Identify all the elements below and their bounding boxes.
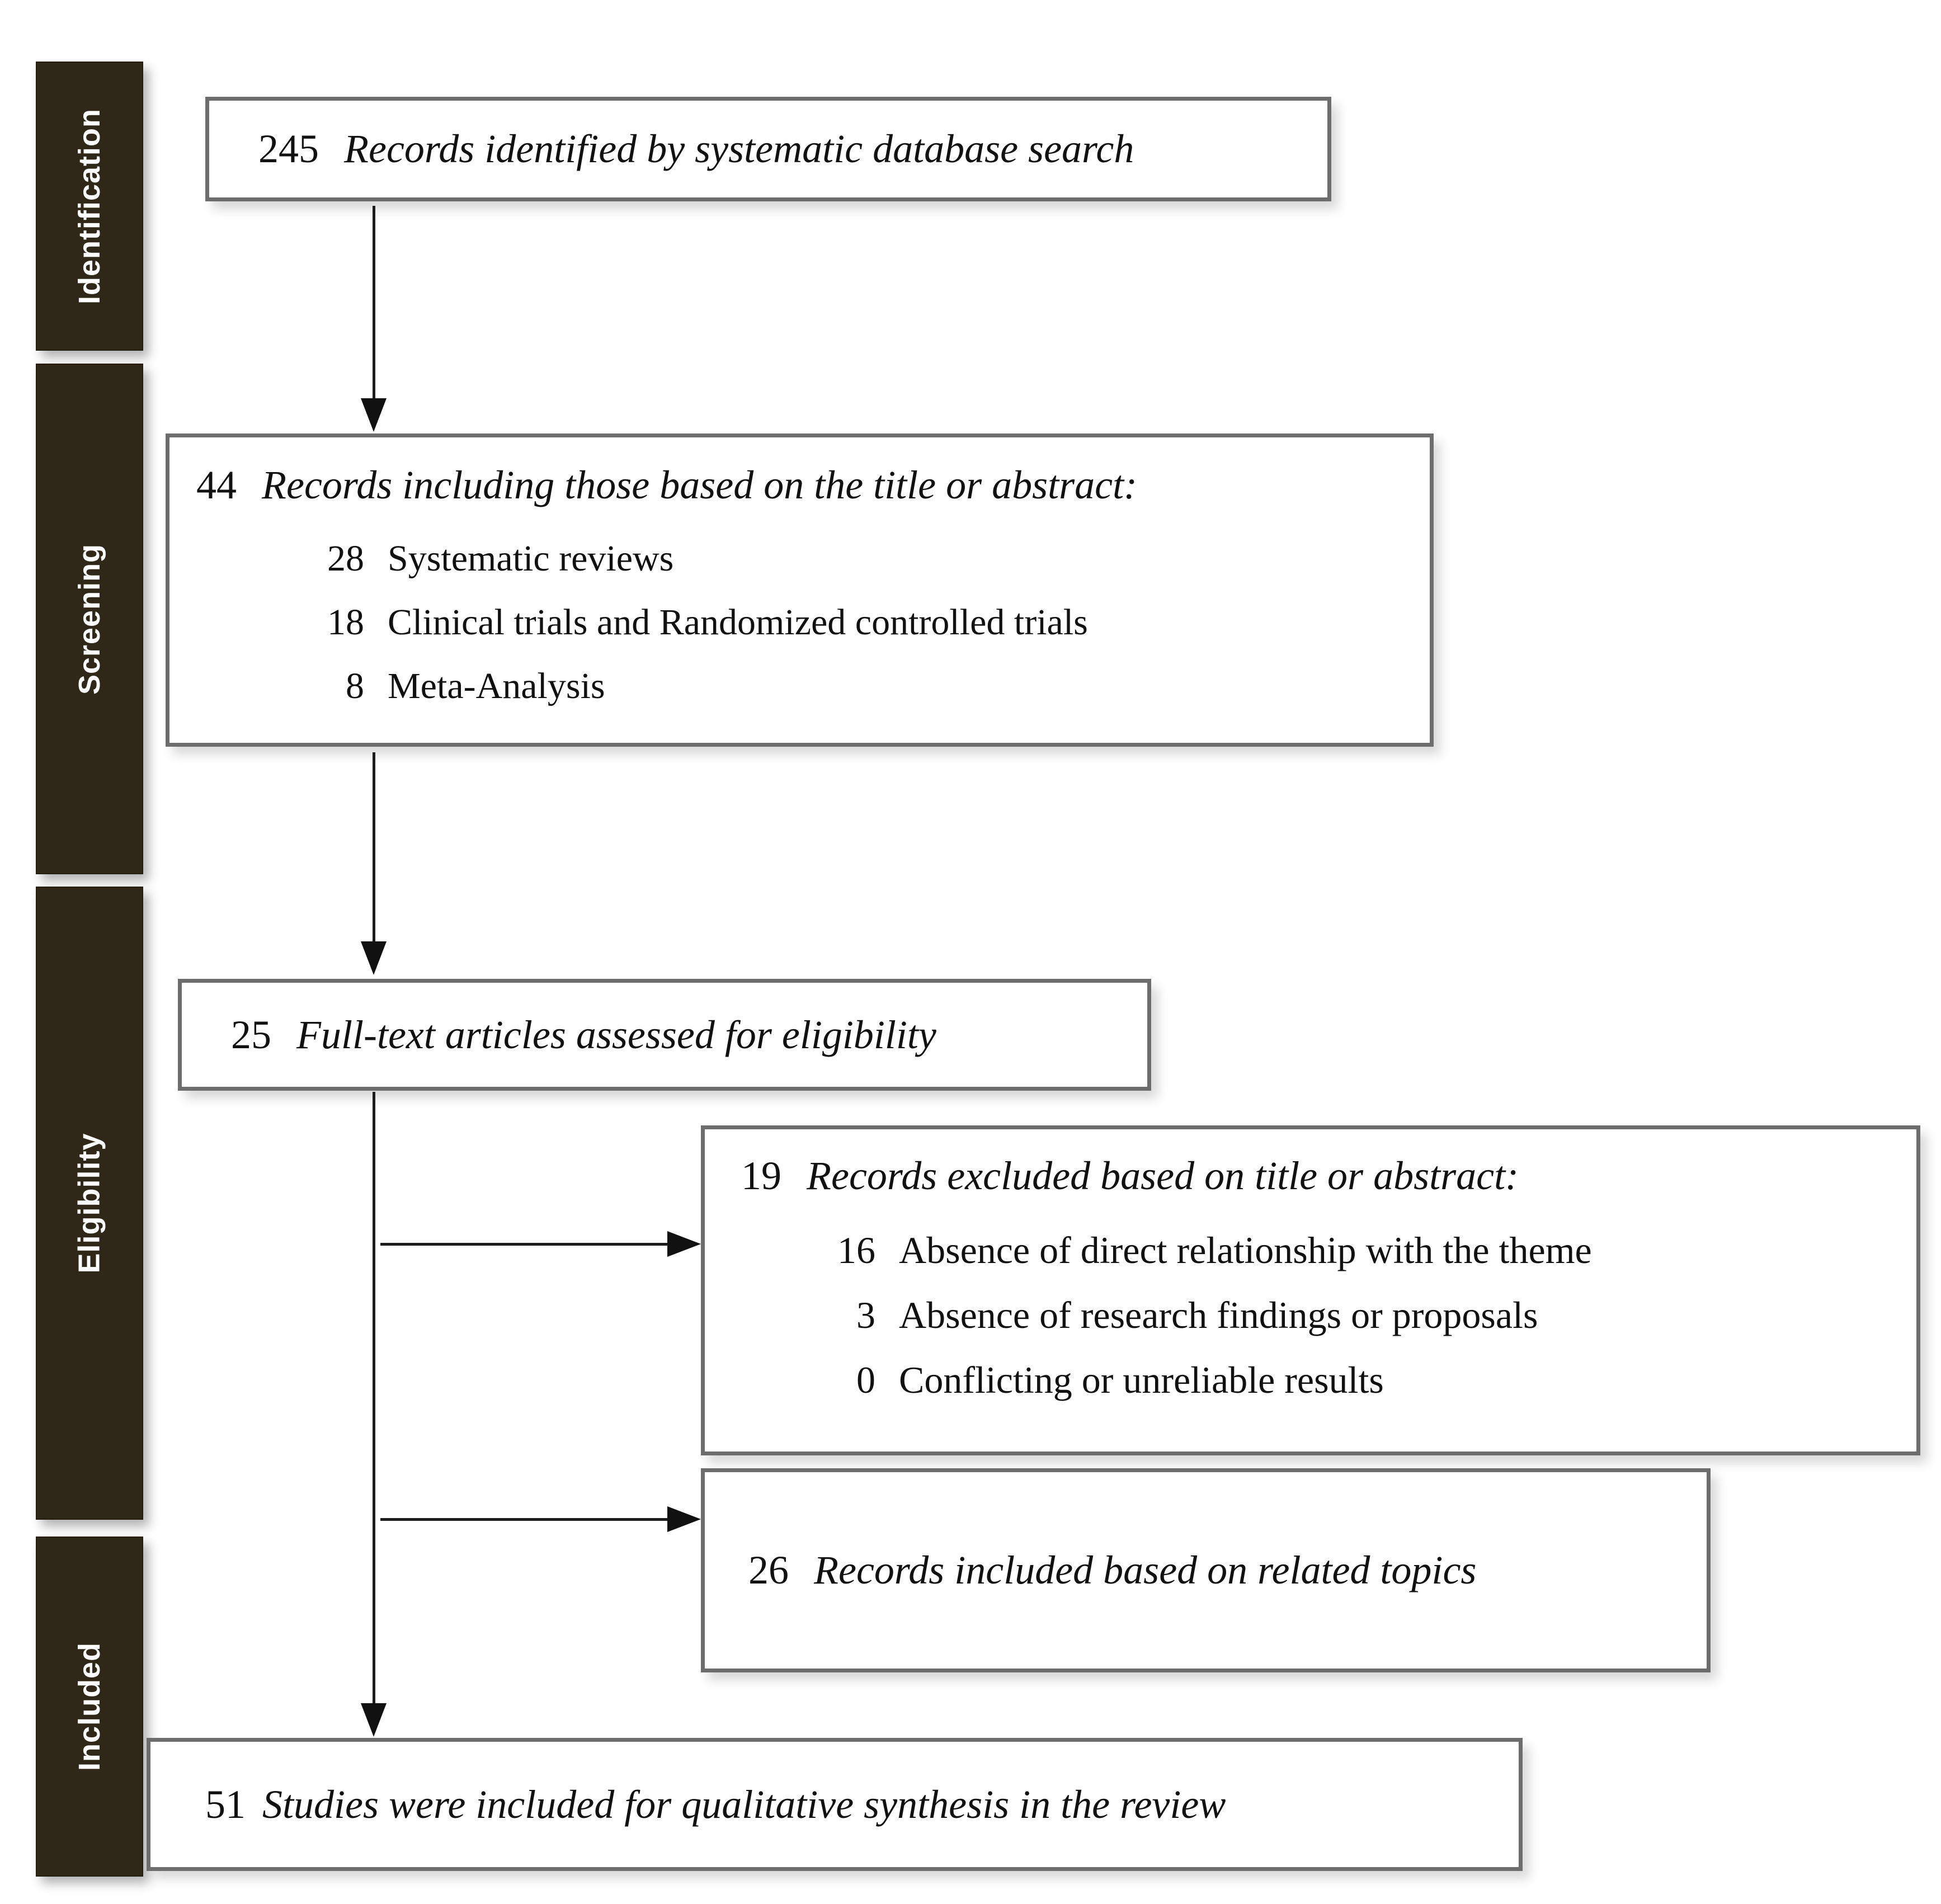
studies-included-label: Studies were included for qualitative sy… — [262, 1782, 1226, 1827]
arrowhead-branch-excluded — [667, 1231, 701, 1257]
stage-label-screening: Screening — [73, 543, 106, 695]
arrowhead-fulltext-to-included — [361, 1703, 387, 1737]
stage-label-included: Included — [73, 1642, 107, 1771]
arrowhead-identified-to-screened — [361, 398, 387, 432]
arrow-line-identified-to-screened — [373, 206, 375, 399]
excluded-item-count: 0 — [856, 1359, 875, 1402]
screened-item-systematic-reviews: 28 Systematic reviews — [196, 538, 1419, 580]
stage-bar-identification: Identification — [36, 62, 143, 351]
records-screened-count: 44 — [196, 463, 237, 507]
box-fulltext-assessed: 25 Full-text articles assessed for eligi… — [178, 979, 1151, 1091]
box-studies-included: 51 Studies were included for qualitative… — [147, 1738, 1523, 1871]
arrowhead-screened-to-fulltext — [361, 941, 387, 975]
stage-label-eligibility: Eligibility — [73, 1133, 106, 1274]
screened-item-clinical-trials: 18 Clinical trials and Randomized contro… — [196, 601, 1419, 644]
stage-label-identification: Identification — [73, 108, 106, 304]
fulltext-label: Full-text articles assessed for eligibil… — [296, 1012, 936, 1057]
stage-bar-screening: Screening — [36, 364, 143, 874]
screened-item-meta-analysis: 8 Meta-Analysis — [196, 665, 1419, 708]
screened-item-count: 28 — [327, 538, 364, 579]
related-count: 26 — [748, 1548, 789, 1593]
excluded-item-label: Conflicting or unreliable results — [899, 1359, 1384, 1402]
records-screened-label: Records including those based on the tit… — [262, 463, 1138, 507]
excluded-item-conflicting-results: 0 Conflicting or unreliable results — [741, 1358, 1905, 1402]
arrow-line-branch-excluded — [380, 1243, 668, 1246]
arrow-line-fulltext-to-included — [373, 1092, 375, 1704]
arrow-line-branch-related — [380, 1518, 668, 1521]
screened-item-count: 8 — [346, 665, 364, 706]
records-identified-count: 245 — [258, 126, 319, 172]
records-identified-label: Records identified by systematic databas… — [344, 126, 1134, 172]
excluded-item-label: Absence of direct relationship with the … — [899, 1228, 1592, 1271]
screened-item-label: Systematic reviews — [388, 538, 674, 579]
records-excluded-count: 19 — [741, 1153, 781, 1198]
box-records-identified: 245 Records identified by systematic dat… — [205, 97, 1331, 201]
screened-item-label: Meta-Analysis — [388, 665, 605, 706]
excluded-item-count: 16 — [837, 1228, 875, 1271]
excluded-item-label: Absence of research findings or proposal… — [899, 1293, 1538, 1336]
excluded-item-no-direct-relationship: 16 Absence of direct relationship with t… — [741, 1228, 1905, 1272]
screened-item-label: Clinical trials and Randomized controlle… — [388, 601, 1088, 643]
arrow-line-screened-to-fulltext — [373, 752, 375, 942]
records-excluded-label: Records excluded based on title or abstr… — [807, 1153, 1519, 1198]
arrowhead-branch-related — [667, 1506, 701, 1532]
related-label: Records included based on related topics — [814, 1548, 1477, 1593]
studies-included-count: 51 — [205, 1782, 246, 1827]
box-records-screened: 44 Records including those based on the … — [166, 433, 1434, 747]
box-records-related-topics: 26 Records included based on related top… — [701, 1468, 1711, 1672]
fulltext-count: 25 — [231, 1012, 271, 1057]
stage-bar-eligibility: Eligibility — [36, 887, 143, 1520]
excluded-item-count: 3 — [856, 1293, 875, 1336]
box-records-excluded: 19 Records excluded based on title or ab… — [701, 1125, 1920, 1455]
stage-bar-included: Included — [36, 1537, 143, 1877]
excluded-item-no-findings: 3 Absence of research findings or propos… — [741, 1293, 1905, 1337]
screened-item-count: 18 — [327, 601, 364, 643]
